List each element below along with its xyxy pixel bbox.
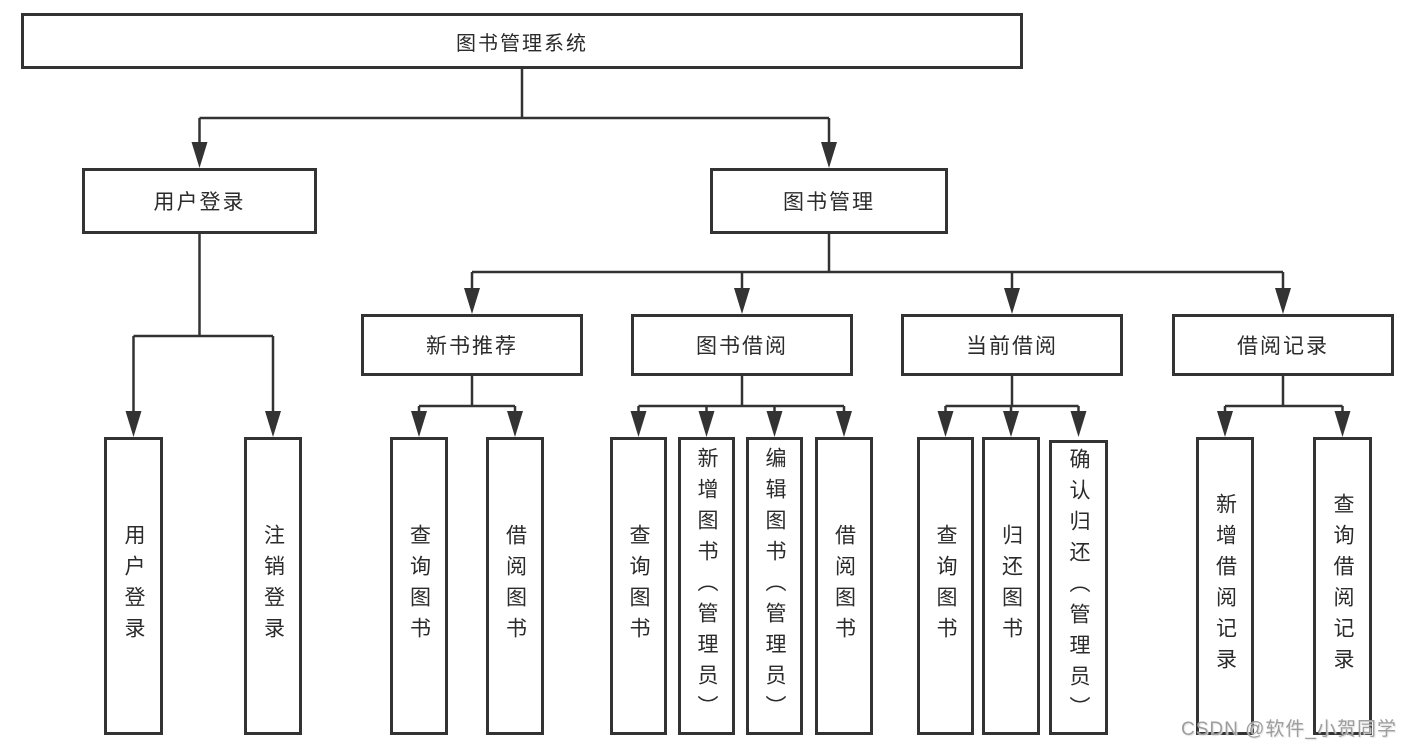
csdn-watermark: CSDN @软件_小贺同学 bbox=[1181, 719, 1397, 740]
node-borrowing-records: 借阅记录 bbox=[1172, 314, 1394, 376]
leaf-return-books-label: 归还图书 bbox=[999, 524, 1023, 648]
leaf-add-borrow-record: 新增借阅记录 bbox=[1196, 437, 1254, 735]
leaf-edit-books-admin: 编辑图书（管理员） bbox=[746, 437, 803, 735]
leaf-confirm-return-admin-label: 确认归还（管理员） bbox=[1067, 448, 1090, 727]
node-root-label: 图书管理系统 bbox=[456, 32, 588, 55]
leaf-query-books-3-label: 查询图书 bbox=[934, 524, 957, 648]
leaf-query-borrow-record: 查询借阅记录 bbox=[1313, 437, 1372, 735]
node-current-borrowing: 当前借阅 bbox=[901, 314, 1123, 376]
node-user-login-label: 用户登录 bbox=[153, 191, 246, 214]
leaf-return-books: 归还图书 bbox=[982, 437, 1040, 735]
node-book-management: 图书管理 bbox=[710, 168, 948, 234]
leaf-borrow-books-2-label: 借阅图书 bbox=[832, 524, 856, 648]
leaf-logout-label: 注销登录 bbox=[261, 524, 285, 648]
leaf-user-login: 用户登录 bbox=[104, 437, 163, 735]
leaf-confirm-return-admin: 确认归还（管理员） bbox=[1049, 440, 1108, 735]
leaf-add-books-admin-label: 新增图书（管理员） bbox=[695, 446, 718, 726]
leaf-query-books-2: 查询图书 bbox=[610, 437, 667, 735]
node-new-book-recommend-label: 新书推荐 bbox=[426, 335, 518, 358]
leaf-query-books-3: 查询图书 bbox=[917, 437, 974, 735]
node-root: 图书管理系统 bbox=[21, 13, 1023, 69]
node-borrowing-records-label: 借阅记录 bbox=[1237, 335, 1329, 358]
leaf-add-books-admin: 新增图书（管理员） bbox=[678, 437, 735, 735]
leaf-logout: 注销登录 bbox=[244, 437, 302, 735]
node-book-borrowing: 图书借阅 bbox=[631, 314, 853, 376]
leaf-query-books-1-label: 查询图书 bbox=[407, 524, 431, 648]
leaf-add-borrow-record-label: 新增借阅记录 bbox=[1213, 493, 1237, 679]
node-current-borrowing-label: 当前借阅 bbox=[966, 335, 1058, 358]
leaf-query-borrow-record-label: 查询借阅记录 bbox=[1331, 493, 1354, 679]
leaf-query-books-1: 查询图书 bbox=[390, 437, 448, 735]
leaf-user-login-label: 用户登录 bbox=[122, 524, 145, 648]
leaf-query-books-2-label: 查询图书 bbox=[627, 524, 650, 648]
node-book-management-label: 图书管理 bbox=[783, 191, 875, 214]
node-new-book-recommend: 新书推荐 bbox=[361, 314, 583, 376]
node-user-login: 用户登录 bbox=[82, 168, 317, 234]
node-book-borrowing-label: 图书借阅 bbox=[696, 335, 788, 358]
leaf-borrow-books-2: 借阅图书 bbox=[815, 437, 873, 735]
leaf-edit-books-admin-label: 编辑图书（管理员） bbox=[763, 446, 786, 726]
leaf-borrow-books-1-label: 借阅图书 bbox=[503, 524, 527, 648]
leaf-borrow-books-1: 借阅图书 bbox=[486, 437, 544, 735]
